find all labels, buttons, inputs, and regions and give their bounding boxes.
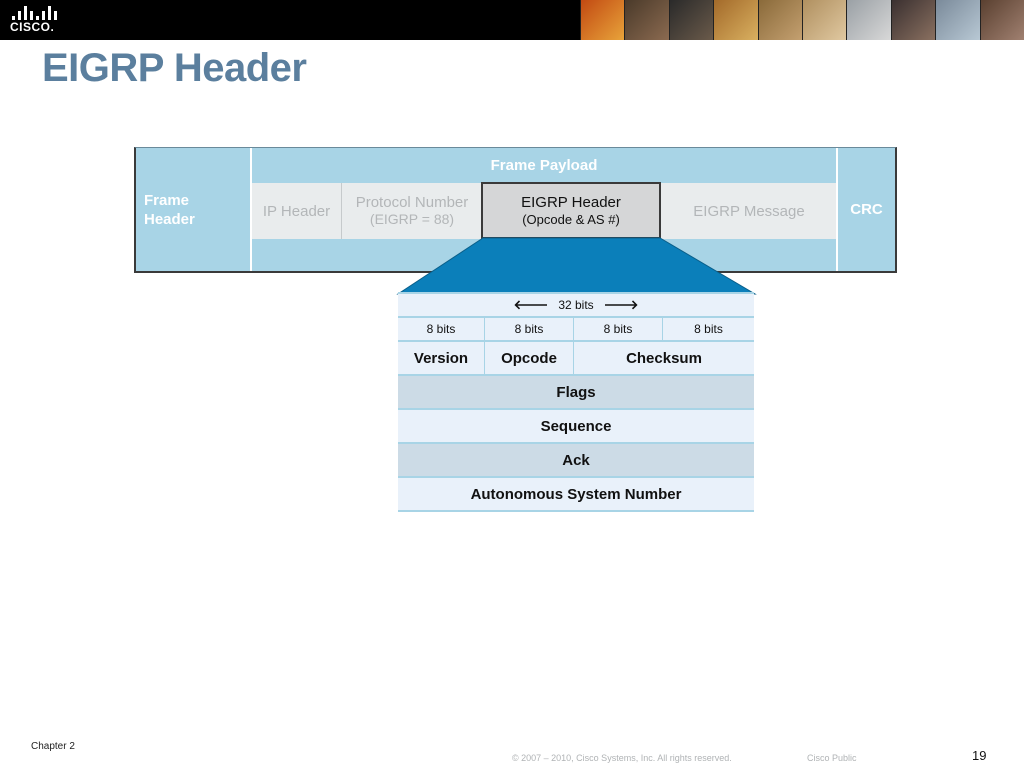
footer-classification: Cisco Public	[807, 753, 857, 763]
top-banner: CISCO.	[0, 0, 1024, 40]
photo-strip-image	[802, 0, 847, 40]
cisco-logo-wordmark: CISCO.	[10, 20, 55, 34]
photo-strip-image	[935, 0, 980, 40]
photo-strip	[580, 0, 1024, 40]
frame-header-label: Frame Header	[144, 191, 195, 228]
footer-chapter: Chapter 2	[31, 741, 75, 752]
bit-width-text: 32 bits	[558, 298, 594, 312]
cisco-logo: CISCO.	[10, 6, 62, 36]
crc-label: CRC	[850, 201, 883, 218]
photo-strip-image	[890, 0, 936, 40]
cisco-logo-bars-icon	[12, 6, 58, 20]
sequence-row: Sequence	[398, 410, 754, 444]
ack-row: Ack	[398, 444, 754, 478]
opcode-field: Opcode	[485, 342, 574, 374]
eigrp-header-label: EIGRP Header	[521, 193, 621, 211]
bit-label-2: 8 bits	[485, 318, 574, 340]
eigrp-header-field: EIGRP Header (Opcode & AS #)	[481, 182, 661, 239]
protocol-number-value: (EIGRP = 88)	[369, 211, 455, 227]
bit-label-row: 8 bits 8 bits 8 bits 8 bits	[398, 318, 754, 342]
frame-diagram: Frame Header Frame Payload IP Header Pro…	[134, 147, 897, 273]
crc-field: CRC	[836, 148, 895, 271]
frame-payload-label: Frame Payload	[490, 156, 598, 174]
photo-strip-image	[979, 0, 1024, 40]
photo-strip-image	[624, 0, 669, 40]
flags-field: Flags	[556, 383, 596, 401]
flags-row: Flags	[398, 376, 754, 410]
ip-header-label: IP Header	[262, 202, 331, 220]
checksum-field: Checksum	[626, 349, 702, 367]
photo-strip-image	[846, 0, 891, 40]
eigrp-header-sublabel: (Opcode & AS #)	[522, 211, 620, 227]
eigrp-message-field: EIGRP Message	[661, 183, 837, 239]
left-arrow-icon: 🡐	[513, 297, 549, 312]
as-number-row: Autonomous System Number	[398, 478, 754, 512]
zoom-connector-shape	[396, 237, 757, 295]
photo-strip-image	[668, 0, 714, 40]
ip-header-field: IP Header	[252, 183, 342, 239]
photo-strip-image	[757, 0, 803, 40]
photo-strip-image	[713, 0, 758, 40]
frame-header: Frame Header	[136, 148, 252, 271]
protocol-number-label: Protocol Number	[355, 194, 469, 211]
bit-width-row: 🡐 32 bits 🡒	[398, 292, 754, 318]
as-number-field: Autonomous System Number	[470, 485, 682, 503]
version-opcode-checksum-row: Version Opcode Checksum	[398, 342, 754, 376]
version-field: Version	[398, 342, 485, 374]
protocol-number-field: Protocol Number (EIGRP = 88)	[342, 183, 483, 239]
bit-width-label: 🡐 32 bits 🡒	[398, 294, 754, 316]
zoom-connector	[396, 237, 757, 295]
eigrp-message-label: EIGRP Message	[693, 202, 805, 220]
sequence-field: Sequence	[540, 417, 612, 435]
bit-label-3: 8 bits	[574, 318, 663, 340]
bit-label-1: 8 bits	[398, 318, 485, 340]
footer-copyright: © 2007 – 2010, Cisco Systems, Inc. All r…	[512, 753, 732, 763]
slide-title: EIGRP Header	[42, 46, 307, 90]
page-number: 19	[972, 748, 987, 763]
bit-label-4: 8 bits	[694, 322, 723, 336]
right-arrow-icon: 🡒	[603, 297, 639, 312]
ack-field: Ack	[562, 451, 590, 469]
photo-strip-image	[580, 0, 625, 40]
